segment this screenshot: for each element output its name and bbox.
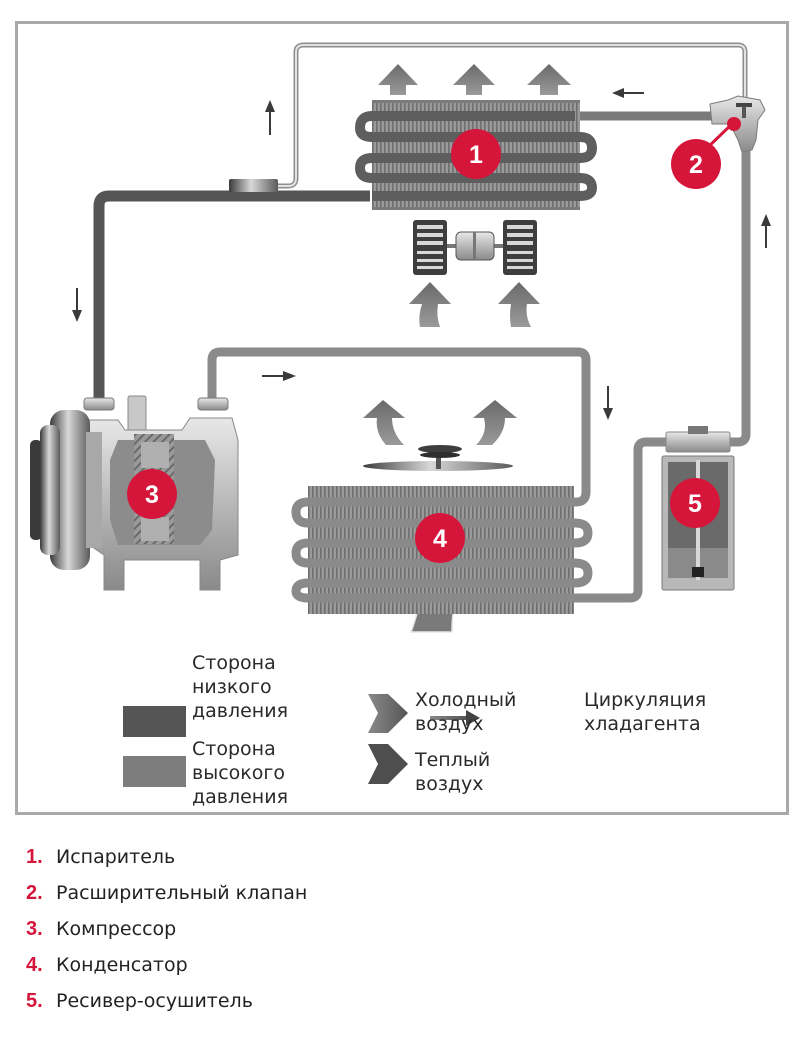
list-item-number: 3. [26, 918, 43, 940]
badge-5: 5 [670, 478, 720, 528]
svg-text:4: 4 [433, 525, 447, 553]
list-item-number: 5. [26, 990, 43, 1012]
badge-3-circle [127, 469, 177, 519]
high-pressure-line-top [207, 347, 591, 492]
badge-2: 2 [671, 117, 741, 189]
legend-cold-air-label: Холодный воздух [415, 689, 517, 735]
condenser [291, 486, 593, 614]
low-pressure-swatch [123, 706, 186, 737]
list-item-number: 1. [26, 846, 43, 868]
warm-air-arrow [498, 282, 540, 327]
badge-2-circle [671, 139, 721, 189]
svg-text:1: 1 [469, 141, 483, 169]
flow-arrow-down-right [603, 386, 613, 420]
badge-4: 4 [415, 513, 465, 563]
badge-1: 1 [451, 129, 501, 179]
badge-5-circle [670, 478, 720, 528]
low-pressure-line [93, 190, 370, 405]
legend-refrigerant-flow-label: Циркуляция хладагента [584, 689, 707, 735]
list-item-label: Расширительный клапан [56, 882, 308, 904]
high-pressure-swatch [123, 756, 186, 787]
receiver-to-valve-line [725, 130, 751, 447]
cold-air-legend-icon [368, 694, 408, 733]
accumulator-fitting [229, 179, 278, 192]
cold-air-arrow [527, 64, 571, 95]
list-item: 3. Компрессор [26, 918, 307, 954]
list-item-label: Испаритель [56, 846, 176, 868]
badge-3: 3 [127, 469, 177, 519]
legend-high-pressure-label: Сторона высокого давления [192, 738, 289, 808]
badge-4-circle [415, 513, 465, 563]
list-item: 1. Испаритель [26, 846, 307, 882]
hot-air-arrow [473, 400, 517, 445]
blower-fan [413, 220, 537, 275]
flow-arrow-down-left [72, 288, 82, 322]
cold-air-arrow [453, 64, 495, 95]
warm-air-legend-icon [368, 744, 408, 784]
condenser-to-receiver-line [575, 437, 670, 603]
warm-air-arrow [409, 282, 451, 327]
legend-low-pressure-label: Сторона низкого давления [192, 652, 289, 722]
flow-arrows [72, 88, 771, 420]
flow-arrow-left-top [612, 88, 644, 98]
list-item-label: Компрессор [56, 918, 177, 940]
badge-1-circle [451, 129, 501, 179]
list-item-number: 4. [26, 954, 43, 976]
condenser-fan [363, 445, 513, 471]
flow-arrow-up-left [265, 100, 275, 135]
flow-arrow-up-right [761, 214, 771, 248]
hot-air-arrow [363, 400, 405, 445]
component-list: 1. Испаритель 2. Расширительный клапан 3… [26, 846, 307, 1026]
svg-text:5: 5 [688, 490, 702, 518]
list-item: 5. Ресивер-осушитель [26, 990, 307, 1026]
cold-air-arrow [378, 64, 418, 95]
list-item: 4. Конденсатор [26, 954, 307, 990]
svg-text:3: 3 [145, 481, 159, 509]
list-item: 2. Расширительный клапан [26, 882, 307, 918]
svg-text:2: 2 [689, 151, 703, 179]
list-item-label: Конденсатор [56, 954, 188, 976]
list-item-number: 2. [26, 882, 43, 904]
legend-warm-air-label: Теплый воздух [415, 749, 491, 795]
refrigerant-flow-legend-icon [430, 710, 480, 726]
list-item-label: Ресивер-осушитель [56, 990, 253, 1012]
flow-arrow-right-mid [262, 371, 296, 381]
